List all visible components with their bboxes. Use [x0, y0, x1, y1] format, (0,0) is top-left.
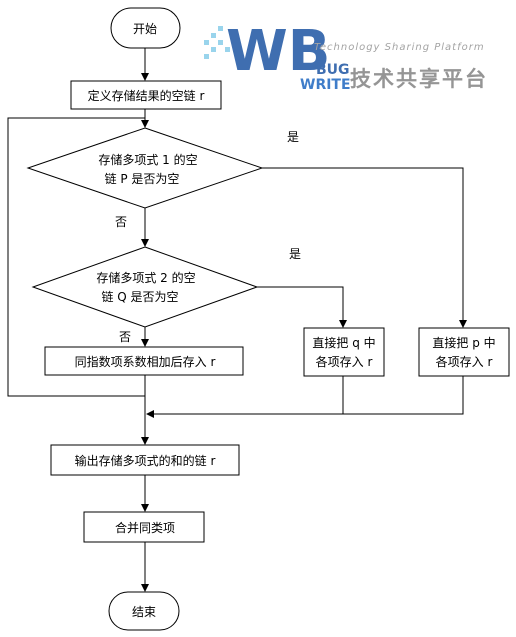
decision-p-label-line1: 存储多项式 1 的空: [98, 152, 197, 167]
watermark-dots: [204, 26, 230, 59]
yes-label-p: 是: [287, 130, 299, 144]
decision-p-label-line2: 链 P 是否为空: [105, 171, 180, 186]
process-copy-q-line1: 直接把 q 中: [312, 335, 375, 350]
process-copy-p: [418, 327, 510, 377]
connector-loop-back: [7, 117, 145, 397]
process-add-coefficients-label: 同指数项系数相加后存入 r: [75, 354, 216, 369]
process-copy-p-line2: 各项存入 r: [436, 354, 493, 369]
watermark-cn-name: 技术共享平台: [350, 67, 488, 91]
connector-p-yes: [262, 167, 467, 328]
process-merge-terms: [83, 511, 205, 543]
process-define-r: [70, 80, 222, 110]
decision-q-label-line2: 链 Q 是否为空: [101, 289, 178, 304]
decision-q-label-line1: 存储多项式 2 的空: [96, 270, 195, 285]
process-copy-q: [303, 327, 385, 377]
end-terminator: [108, 591, 180, 631]
no-label-p: 否: [115, 215, 127, 229]
watermark-logo-letters: WB: [226, 19, 330, 84]
end-label: 结束: [132, 605, 156, 619]
decision-p-empty: [26, 127, 264, 209]
watermark: WB BUG WRITE Technology Sharing Platform…: [204, 19, 488, 93]
watermark-tagline: Technology Sharing Platform: [314, 42, 485, 53]
watermark-logo-write: WRITE: [300, 77, 351, 93]
connector-copy-p-merge: [146, 376, 464, 418]
process-define-r-label: 定义存储结果的空链 r: [88, 88, 205, 103]
process-add-coefficients: [44, 346, 244, 376]
process-copy-q-line2: 各项存入 r: [316, 354, 373, 369]
process-merge-terms-label: 合并同类项: [115, 520, 175, 535]
process-output-r-label: 输出存储多项式的和的链 r: [75, 453, 216, 468]
start-label: 开始: [133, 22, 157, 36]
decision-q-empty: [31, 246, 259, 328]
watermark-logo-bug: BUG: [316, 62, 350, 78]
yes-label-q: 是: [289, 247, 301, 261]
no-label-q: 否: [119, 330, 131, 344]
process-copy-p-line1: 直接把 p 中: [432, 335, 495, 350]
connector-q-yes: [257, 286, 347, 328]
